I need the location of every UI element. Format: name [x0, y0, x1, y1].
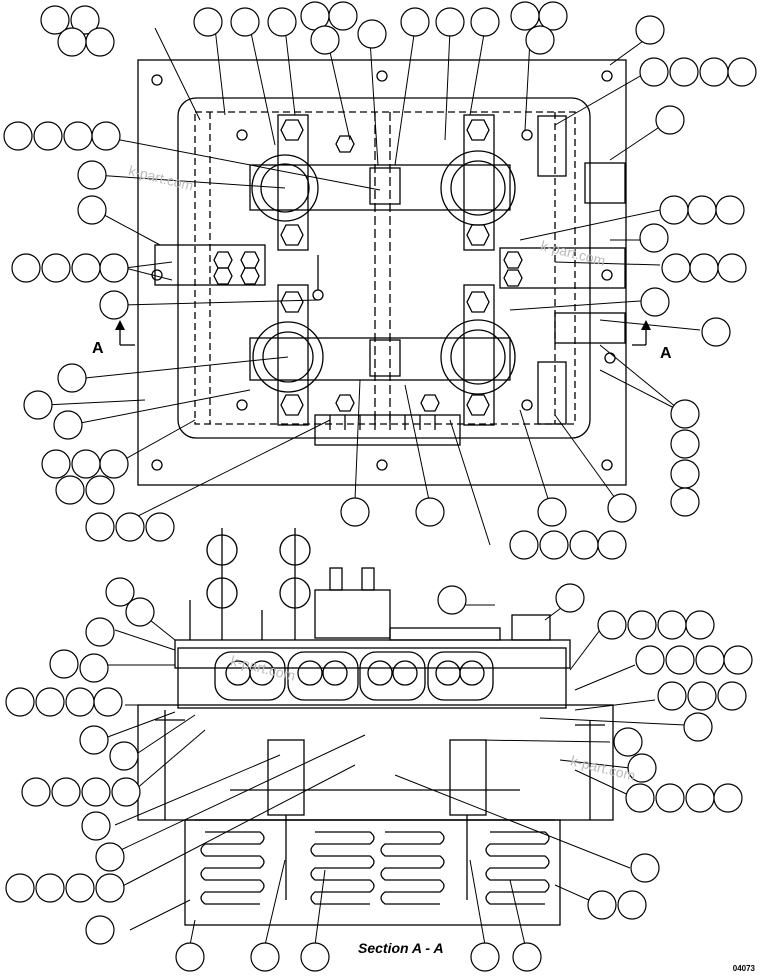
drawing-reference: 04073 [732, 964, 755, 973]
top-inner-frame [177, 97, 591, 439]
section-arrow-right-label: A [660, 345, 672, 362]
top-mounting-plate [137, 59, 627, 486]
section-arrow-left-label: A [92, 340, 104, 357]
section-title: Section A - A [358, 940, 444, 956]
